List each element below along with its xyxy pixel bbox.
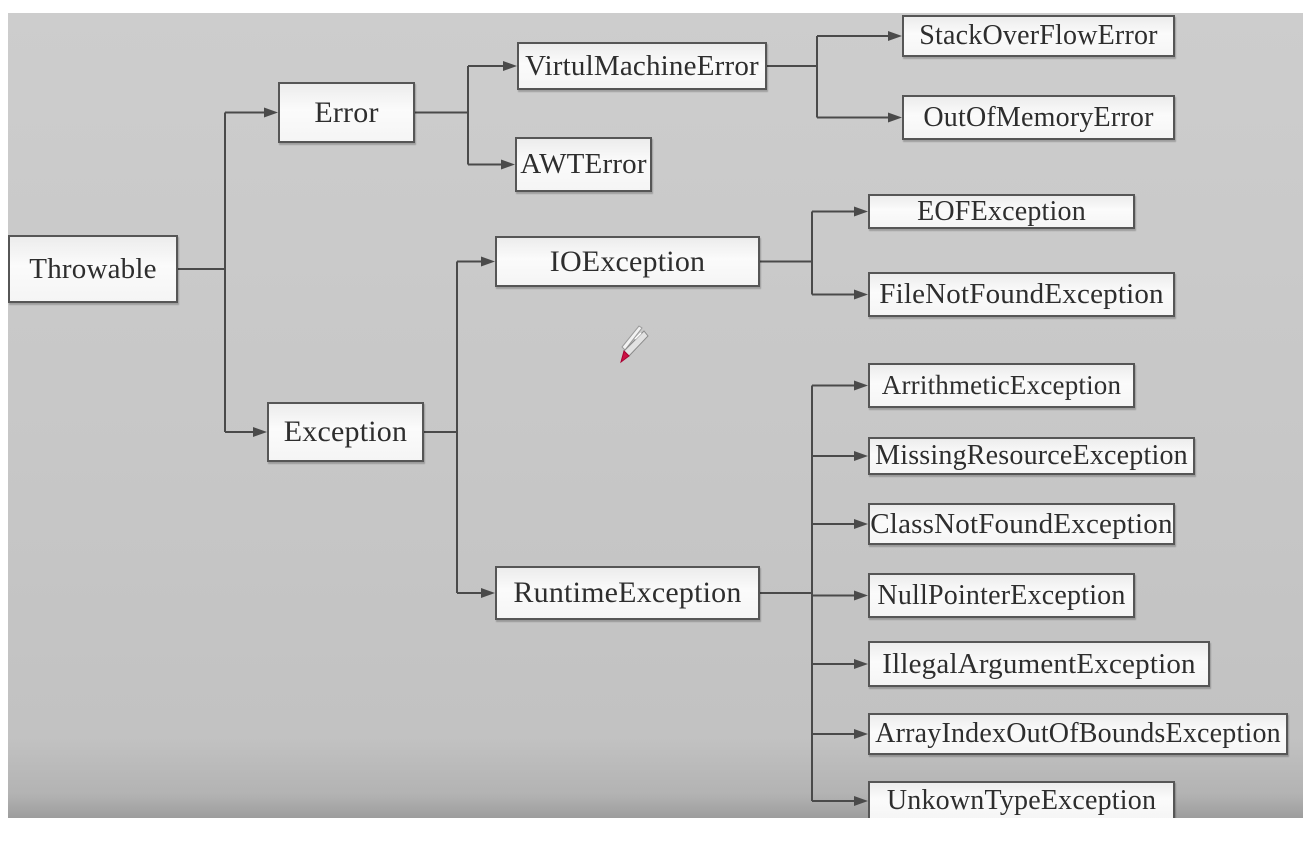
node-file-not-found-exception: FileNotFoundException bbox=[868, 272, 1175, 317]
node-unkown-type-exception: UnkownTypeException bbox=[868, 781, 1175, 818]
node-class-not-found-exception: ClassNotFoundException bbox=[868, 503, 1175, 545]
node-virtul-machine-error: VirtulMachineError bbox=[517, 42, 767, 90]
node-runtime-exception: RuntimeException bbox=[495, 566, 760, 620]
node-awt-error: AWTError bbox=[515, 137, 652, 192]
node-throwable: Throwable bbox=[8, 235, 178, 303]
node-array-index-out-of-bounds-exception: ArrayIndexOutOfBoundsException bbox=[868, 713, 1288, 755]
node-eof-exception: EOFException bbox=[868, 194, 1135, 229]
node-missing-resource-exception: MissingResourceException bbox=[868, 437, 1195, 475]
connector-lines bbox=[178, 31, 902, 806]
node-out-of-memory-error: OutOfMemoryError bbox=[902, 95, 1175, 140]
node-arrithmetic-exception: ArrithmeticException bbox=[868, 363, 1135, 408]
node-io-exception: IOException bbox=[495, 236, 760, 287]
node-stack-overflow-error: StackOverFlowError bbox=[902, 15, 1175, 57]
node-null-pointer-exception: NullPointerException bbox=[868, 573, 1135, 618]
node-exception: Exception bbox=[267, 402, 424, 462]
node-error: Error bbox=[278, 82, 415, 143]
node-illegal-argument-exception: IllegalArgumentException bbox=[868, 641, 1210, 687]
